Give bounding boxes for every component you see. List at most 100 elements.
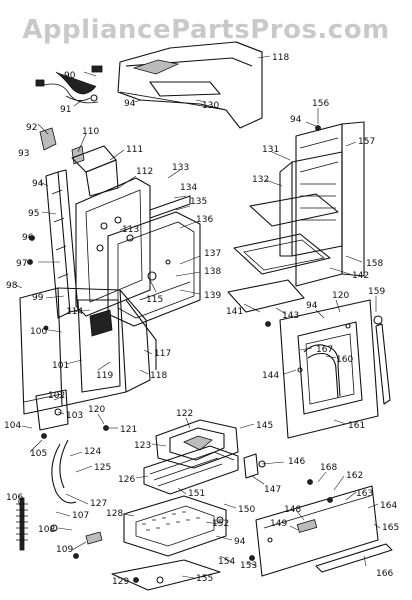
oven-rack-shield (227, 151, 343, 313)
callout-label: 104 (4, 421, 21, 431)
callout-label: 115 (146, 295, 163, 305)
screws (27, 125, 333, 583)
callout-label: 127 (90, 499, 107, 509)
burner-tube (16, 439, 103, 551)
callout-label: 97 (16, 259, 27, 269)
callout-label: 141 (226, 307, 243, 317)
callout-label: 168 (320, 463, 337, 473)
callout-label: 92 (26, 123, 37, 133)
callout-label: 147 (264, 485, 281, 495)
callout-label: 99 (32, 293, 44, 303)
callout-label: 114 (66, 307, 83, 317)
trim-rod (315, 543, 393, 573)
callout-label: 110 (82, 127, 99, 137)
callout-label: 148 (284, 505, 301, 515)
callout-label: 129 (112, 577, 129, 587)
oven-door (279, 299, 379, 439)
callout-label: 120 (88, 405, 105, 415)
callout-label: 94 (32, 179, 44, 189)
watermark-text: AppliancePartsPros.com (22, 15, 389, 45)
clip (39, 127, 57, 151)
callout-label: 164 (380, 501, 397, 511)
callout-label: 94 (234, 537, 246, 547)
callout-label: 94 (124, 99, 136, 109)
callout-label: 122 (176, 409, 193, 419)
callout-label: 130 (202, 101, 219, 111)
callout-label: 132 (252, 175, 269, 185)
callout-label: 107 (72, 511, 89, 521)
callout-label: 121 (120, 425, 137, 435)
clip (71, 145, 85, 165)
callout-label: 138 (204, 267, 221, 277)
callout-label: 136 (196, 215, 213, 225)
callout-label: 145 (256, 421, 273, 431)
callout-label: 158 (366, 259, 383, 269)
callout-label: 98 (6, 281, 18, 291)
callout-label: 150 (238, 505, 255, 515)
callout-label: 131 (262, 145, 279, 155)
callout-label: 112 (136, 167, 153, 177)
callout-label: 154 (218, 557, 235, 567)
callout-label: 167 (316, 345, 333, 355)
callout-label: 134 (180, 183, 197, 193)
right-side-panel-face (295, 123, 343, 287)
callout-label: 94 (290, 115, 302, 125)
callout-label: 143 (282, 311, 299, 321)
callout-label: 153 (240, 561, 257, 571)
callout-label: 142 (352, 271, 369, 281)
callout-label: 117 (154, 349, 171, 359)
callout-label: 146 (288, 457, 305, 467)
callout-label: 123 (134, 441, 151, 451)
broiler-drawer (111, 495, 227, 591)
callout-label: 128 (106, 509, 123, 519)
callout-label: 137 (204, 249, 221, 259)
left-side-panel (45, 169, 79, 319)
callout-label: 159 (368, 287, 385, 297)
callout-label: 149 (270, 519, 287, 529)
callout-label: 152 (212, 519, 229, 529)
callout-label: 95 (28, 209, 39, 219)
callout-label: 90 (64, 71, 76, 81)
callout-label: 111 (126, 145, 143, 155)
front-frame (19, 287, 157, 415)
callout-label: 155 (196, 574, 213, 584)
callout-label: 119 (96, 371, 113, 381)
kick-panel (255, 485, 379, 577)
broiler-burner-assembly (143, 419, 239, 495)
callout-label: 135 (190, 197, 207, 207)
callout-label: 144 (262, 371, 279, 381)
callout-label: 156 (312, 99, 329, 109)
door-handle (375, 323, 391, 405)
leader-lines (13, 55, 381, 579)
callout-label: 118 (150, 371, 167, 381)
callout-label: 106 (6, 493, 23, 503)
callout-label: 133 (172, 163, 189, 173)
callout-label: 162 (346, 471, 363, 481)
power-cord (35, 65, 103, 104)
bottom-bracket (35, 389, 69, 431)
callout-label: 126 (118, 475, 135, 485)
callout-label: 94 (306, 301, 318, 311)
callout-label: 108 (38, 525, 55, 535)
callout-label: 163 (356, 489, 373, 499)
callout-label: 120 (332, 291, 349, 301)
callout-label: 105 (30, 449, 47, 459)
callout-label: 93 (18, 149, 29, 159)
callout-labels: 118 94 130 90 91 92 93 110 111 112 133 1… (4, 53, 399, 587)
callout-label: 103 (66, 411, 83, 421)
callout-label: 161 (348, 421, 365, 431)
callout-label: 101 (52, 361, 69, 371)
callout-label: 118 (272, 53, 289, 63)
callout-label: 151 (188, 489, 205, 499)
callout-label: 102 (48, 391, 65, 401)
cooktop-assembly (117, 41, 263, 129)
callout-label: 166 (376, 569, 393, 579)
callout-label: 165 (382, 523, 399, 533)
callout-label: 139 (204, 291, 221, 301)
callout-label: 96 (22, 233, 34, 243)
callout-label: 157 (358, 137, 375, 147)
callout-label: 125 (94, 463, 111, 473)
side-bracket (243, 453, 259, 479)
callout-label: 124 (84, 447, 101, 457)
